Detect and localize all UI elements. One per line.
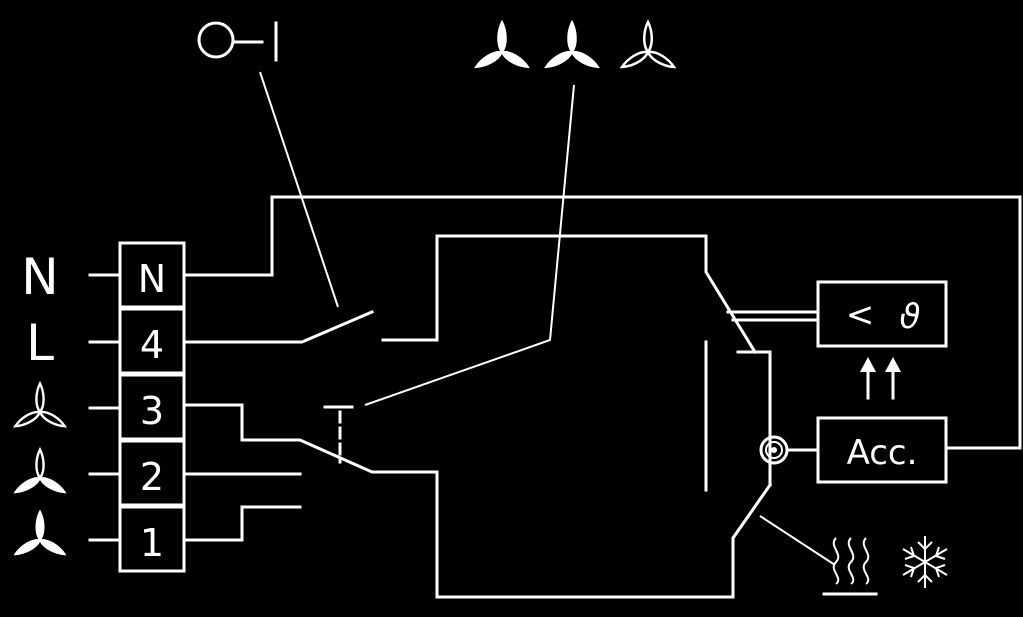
fan-icon-outline [619,19,677,69]
terminal-4 [118,307,186,375]
terminal-label: 3 [140,389,164,433]
terminal-label: 2 [140,455,164,499]
snowflake-icon [902,536,948,588]
terminal-3 [118,373,186,441]
terminal-1 [118,505,186,573]
up-arrow-icon [860,357,876,372]
terminal-2 [118,439,186,507]
live-wire-switch [184,310,374,344]
fan-speed-1-wire [184,505,302,542]
fan-switch-leader-line [364,84,575,406]
fan-speed-3-wire [184,403,773,599]
terminal-label: 4 [140,323,164,367]
fan-speed-symbols [474,19,677,69]
neutral-label: N [21,248,58,306]
switched-live-wire [381,234,758,355]
live-label: L [26,314,54,372]
terminal-block: N 4 3 2 1 [118,241,186,573]
fan-icon [474,19,530,69]
mode-leader-line [759,515,836,566]
fan-icon [544,19,600,69]
thermostat-less-than: < [846,295,875,335]
fan-speed-actuator [323,405,354,464]
up-arrows [860,357,901,400]
fan-icon-outline [13,380,67,428]
thermostat-contacts [704,310,818,492]
fan-icon [13,509,67,556]
input-stubs [88,273,122,542]
up-arrow-icon [885,357,901,372]
switch-leader-line [259,71,339,308]
heat-waves-icon [822,537,878,596]
thermostat-box [816,280,948,348]
terminal-label: N [138,257,166,301]
sensor-icon [759,435,789,465]
off-circle-icon [197,21,235,59]
accessory-label: Acc. [847,433,918,473]
thermostat-theta: ϑ [899,297,920,337]
on-off-symbol [197,21,278,62]
neutral-wire [184,195,1022,450]
terminal-label: 1 [140,521,164,565]
accessory-box [816,416,948,484]
fan-icon-half [13,446,67,494]
terminal-N [118,241,186,309]
